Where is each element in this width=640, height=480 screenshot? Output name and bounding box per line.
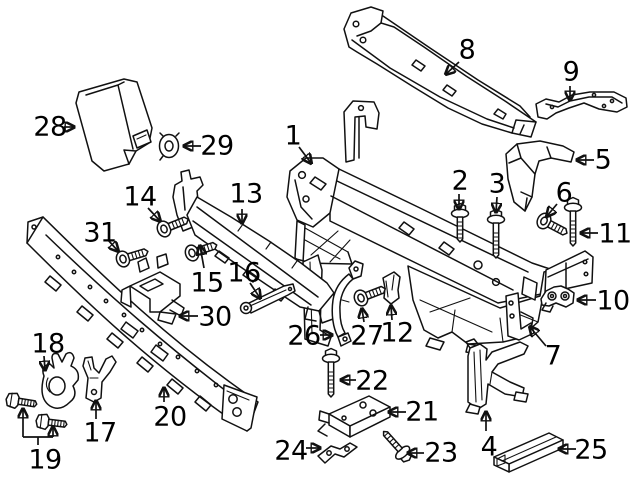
callout-17: 17 [83, 417, 117, 449]
callout-31: 31 [83, 217, 117, 249]
callout-24: 24 [274, 435, 308, 467]
callout-3: 3 [488, 168, 506, 200]
callout-8: 8 [458, 34, 476, 66]
callout-5: 5 [594, 144, 612, 176]
part-4-mount-bracket [466, 339, 528, 414]
callout-30: 30 [198, 301, 232, 333]
callout-19: 19 [28, 444, 62, 476]
callout-7: 7 [544, 340, 562, 372]
callout-25: 25 [574, 434, 608, 466]
callout-26: 26 [287, 320, 321, 352]
callout-23: 23 [424, 437, 458, 469]
callout-1: 1 [284, 120, 302, 152]
callout-16: 16 [227, 257, 261, 289]
part-20-bumper-reinforcement [27, 217, 258, 431]
callout-14: 14 [123, 181, 157, 213]
callout-4: 4 [480, 431, 498, 463]
part-25-crush-rail [494, 433, 563, 472]
callout-6: 6 [555, 177, 573, 209]
callout-13: 13 [229, 178, 263, 210]
callout-21: 21 [405, 396, 439, 428]
part-13-upper-tie-bar [173, 170, 334, 323]
callout-28: 28 [33, 111, 67, 143]
callout-20: 20 [153, 401, 187, 433]
callout-10: 10 [596, 285, 630, 317]
callout-18: 18 [31, 328, 65, 360]
part-28-sensor-module [76, 79, 152, 171]
callout-11: 11 [598, 218, 632, 250]
part-1-radiator-support [287, 101, 593, 354]
part-10-hook-bracket [541, 286, 574, 312]
callout-12: 12 [380, 317, 414, 349]
callout-9: 9 [562, 56, 580, 88]
callout-29: 29 [200, 130, 234, 162]
callout-27: 27 [350, 320, 384, 352]
callout-22: 22 [355, 365, 389, 397]
callout-2: 2 [451, 165, 469, 197]
callout-15: 15 [190, 267, 224, 299]
part-5-support-bracket [506, 141, 574, 211]
